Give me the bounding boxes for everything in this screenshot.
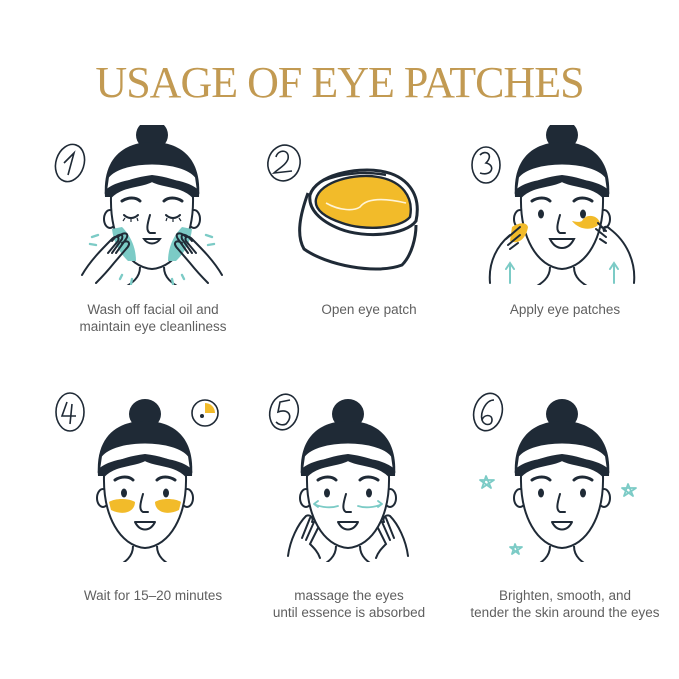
step-2: Open eye patch — [256, 125, 482, 405]
step-6-caption: Brighten, smooth, and tender the skin ar… — [470, 588, 660, 620]
step-4: Wait for 15–20 minutes — [40, 392, 266, 672]
step-1: Wash off facial oil and maintain eye cle… — [40, 125, 266, 405]
step-1-caption: Wash off facial oil and maintain eye cle… — [79, 302, 227, 334]
step-number-badge — [268, 393, 300, 431]
step-5-caption: massage the eyes until essence is absorb… — [272, 588, 426, 620]
apply-patch-icon — [471, 125, 636, 285]
bright-face-icon — [472, 392, 637, 562]
open-jar-icon — [267, 144, 419, 271]
face-washing-icon — [54, 125, 223, 285]
step-3-caption: Apply eye patches — [509, 302, 621, 317]
step-number-badge — [267, 144, 301, 182]
step-3: Apply eye patches — [452, 125, 678, 405]
massage-eyes-icon — [268, 393, 409, 562]
step-4-caption: Wait for 15–20 minutes — [83, 588, 223, 603]
step-5: massage the eyes until essence is absorb… — [236, 392, 462, 672]
step-2-caption: Open eye patch — [321, 302, 417, 317]
timer-icon — [191, 399, 219, 427]
step-number-badge — [55, 392, 85, 432]
sparkle-stars-icon — [479, 475, 637, 555]
step-number-badge — [472, 392, 504, 432]
step-6: Brighten, smooth, and tender the skin ar… — [452, 392, 678, 672]
eye-patch-jar — [298, 168, 419, 271]
step-number-badge — [471, 146, 501, 184]
page-title: USAGE OF EYE PATCHES — [95, 58, 584, 108]
face-with-patches-icon — [55, 392, 219, 562]
step-number-badge — [54, 143, 86, 183]
